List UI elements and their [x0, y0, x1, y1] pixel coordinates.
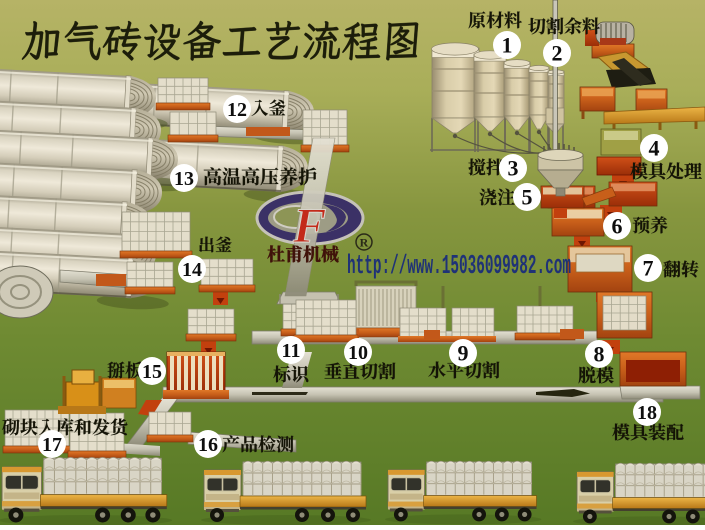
svg-text:9: 9 — [458, 341, 469, 366]
svg-text:10: 10 — [348, 342, 368, 364]
svg-text:12: 12 — [227, 99, 247, 121]
svg-text:F: F — [292, 197, 326, 253]
svg-text:8: 8 — [594, 342, 605, 367]
svg-text:17: 17 — [42, 434, 62, 456]
svg-text:15: 15 — [142, 361, 162, 383]
svg-text:13: 13 — [174, 168, 194, 190]
svg-text:http://www.15036099982.com: http://www.15036099982.com — [347, 252, 571, 282]
svg-text:16: 16 — [198, 434, 218, 456]
svg-text:6: 6 — [612, 214, 623, 239]
svg-text:7: 7 — [643, 256, 654, 281]
svg-text:14: 14 — [182, 259, 202, 281]
svg-text:2: 2 — [552, 41, 563, 66]
svg-text:5: 5 — [522, 185, 533, 210]
svg-text:1: 1 — [502, 33, 513, 58]
svg-text:R: R — [360, 236, 369, 250]
svg-text:18: 18 — [637, 402, 657, 424]
svg-text:11: 11 — [282, 340, 301, 362]
svg-text:3: 3 — [508, 156, 519, 181]
svg-text:4: 4 — [649, 136, 660, 161]
